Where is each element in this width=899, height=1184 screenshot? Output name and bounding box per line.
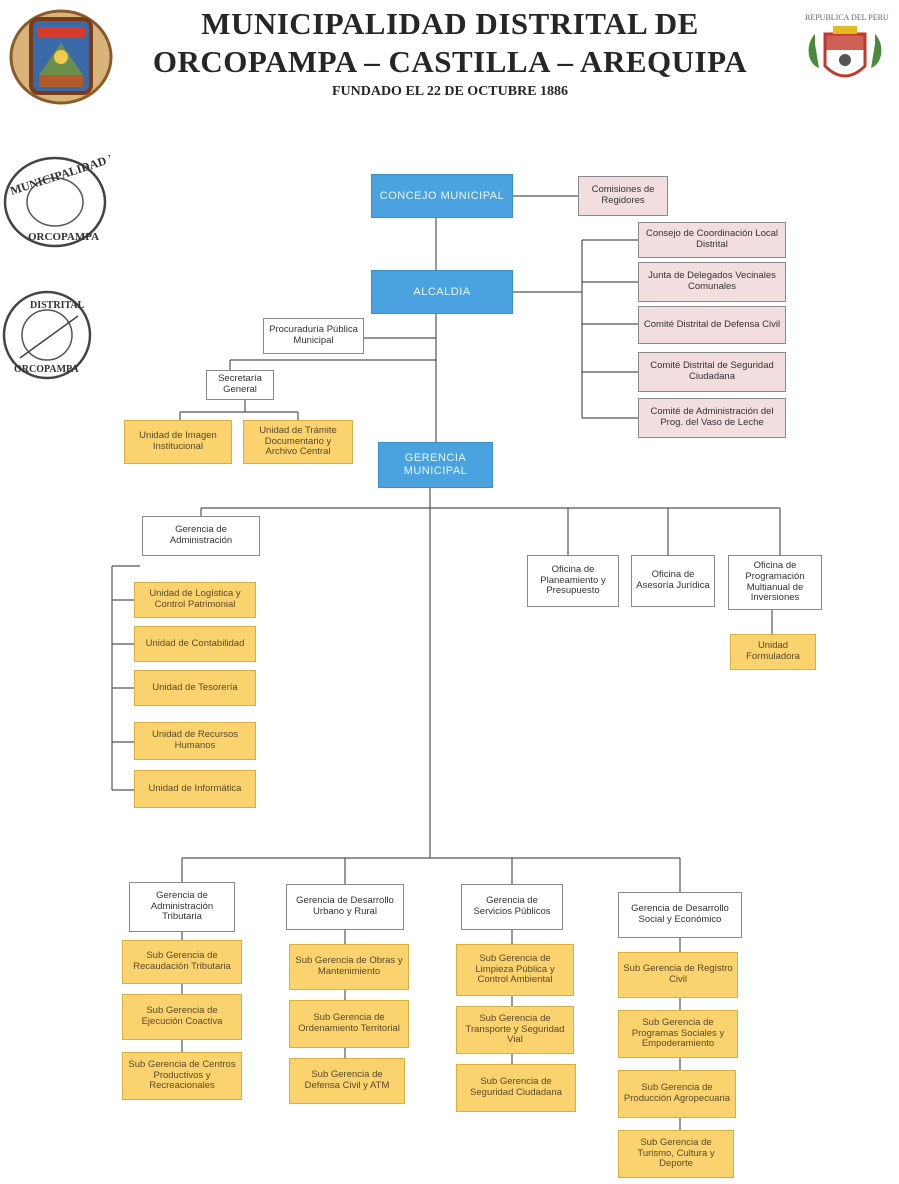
svg-text:REPUBLICA DEL PERU: REPUBLICA DEL PERU [805, 13, 889, 22]
box-unidad-contabilidad: Unidad de Contabilidad [134, 626, 256, 662]
box-comite-seguridad-ciudadana: Comité Distrital de Seguridad Ciudadana [638, 352, 786, 392]
box-unidad-imagen: Unidad de Imagen Institucional [124, 420, 232, 464]
box-gerencia-urbano-rural: Gerencia de Desarrollo Urbano y Rural [286, 884, 404, 930]
box-unidad-formuladora: Unidad Formuladora [730, 634, 816, 670]
box-comite-defensa-civil: Comité Distrital de Defensa Civil [638, 306, 786, 344]
box-gerencia-administracion: Gerencia de Administración [142, 516, 260, 556]
box-sg-transporte: Sub Gerencia de Transporte y Seguridad V… [456, 1006, 574, 1054]
box-sg-obras: Sub Gerencia de Obras y Mantenimiento [289, 944, 409, 990]
district-seal-stamp: DISTRITAL ORCOPAMPA [2, 290, 92, 380]
box-alcaldia: ALCALDIA [371, 270, 513, 314]
box-gerencia-social-economico: Gerencia de Desarrollo Social y Económic… [618, 892, 742, 938]
municipal-stamp: MUNICIPALIDAD DISTRITAL ORCOPAMPA [3, 152, 110, 248]
box-sg-turismo: Sub Gerencia de Turismo, Cultura y Depor… [618, 1130, 734, 1178]
box-sg-defensa-civil: Sub Gerencia de Defensa Civil y ATM [289, 1058, 405, 1104]
box-secretaria-general: Secretaría General [206, 370, 274, 400]
box-sg-produccion: Sub Gerencia de Producción Agropecuaria [618, 1070, 736, 1118]
box-unidad-tesoreria: Unidad de Tesorería [134, 670, 256, 706]
box-comite-vaso-leche: Comité de Administración del Prog. del V… [638, 398, 786, 438]
box-sg-registro-civil: Sub Gerencia de Registro Civil [618, 952, 738, 998]
box-sg-ejecucion-coactiva: Sub Gerencia de Ejecución Coactiva [122, 994, 242, 1040]
box-sg-centros-productivos: Sub Gerencia de Centros Productivos y Re… [122, 1052, 242, 1100]
peru-crest-logo: REPUBLICA DEL PERU [805, 13, 889, 78]
box-gerencia-servicios-publicos: Gerencia de Servicios Públicos [461, 884, 563, 930]
box-concejo-municipal: CONCEJO MUNICIPAL [371, 174, 513, 218]
title-line-3: FUNDADO EL 22 DE OCTUBRE 1886 [331, 84, 569, 99]
box-unidad-tramite: Unidad de Trámite Documentario y Archivo… [243, 420, 353, 464]
title-line-1: MUNICIPALIDAD DISTRITAL DE [201, 6, 699, 41]
box-oficina-programacion: Oficina de Programación Multianual de In… [728, 555, 822, 610]
municipal-shield-logo [9, 9, 113, 105]
svg-text:ORCOPAMPA: ORCOPAMPA [28, 231, 99, 243]
box-sg-recaudacion: Sub Gerencia de Recaudación Tributaria [122, 940, 242, 984]
title-line-2: ORCOPAMPA – CASTILLA – AREQUIPA [152, 44, 748, 79]
box-unidad-rrhh: Unidad de Recursos Humanos [134, 722, 256, 760]
box-sg-ordenamiento: Sub Gerencia de Ordenamiento Territorial [289, 1000, 409, 1048]
box-oficina-asesoria: Oficina de Asesoría Jurídica [631, 555, 715, 607]
svg-text:ORCOPAMPA: ORCOPAMPA [14, 364, 79, 375]
svg-text:DISTRITAL: DISTRITAL [30, 300, 85, 311]
box-oficina-planeamiento: Oficina de Planeamiento y Presupuesto [527, 555, 619, 607]
box-unidad-logistica: Unidad de Logística y Control Patrimonia… [134, 582, 256, 618]
box-gerencia-municipal: GERENCIA MUNICIPAL [378, 442, 493, 488]
box-procuraduria: Procuraduría Pública Municipal [263, 318, 364, 354]
box-junta-delegados: Junta de Delegados Vecinales Comunales [638, 262, 786, 302]
box-consejo-coordinacion: Consejo de Coordinación Local Distrital [638, 222, 786, 258]
box-gerencia-tributaria: Gerencia de Administración Tributaria [129, 882, 235, 932]
box-unidad-informatica: Unidad de Informática [134, 770, 256, 808]
box-sg-seguridad-ciudadana: Sub Gerencia de Seguridad Ciudadana [456, 1064, 576, 1112]
box-sg-limpieza: Sub Gerencia de Limpieza Pública y Contr… [456, 944, 574, 996]
box-sg-programas-sociales: Sub Gerencia de Programas Sociales y Emp… [618, 1010, 738, 1058]
box-comisiones-regidores: Comisiones de Regidores [578, 176, 668, 216]
